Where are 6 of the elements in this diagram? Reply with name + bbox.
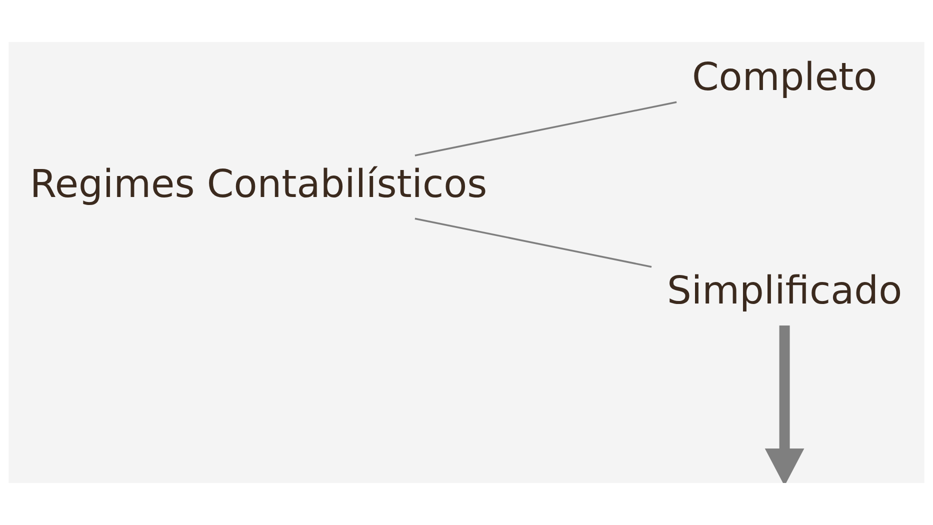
- connector: [414, 101, 677, 156]
- node-text: Completo: [692, 55, 878, 100]
- arrow: [764, 325, 804, 483]
- connector: [414, 218, 652, 268]
- node-text: Regimes Contabilísticos: [30, 162, 488, 207]
- node-text: Simplificado: [667, 268, 902, 314]
